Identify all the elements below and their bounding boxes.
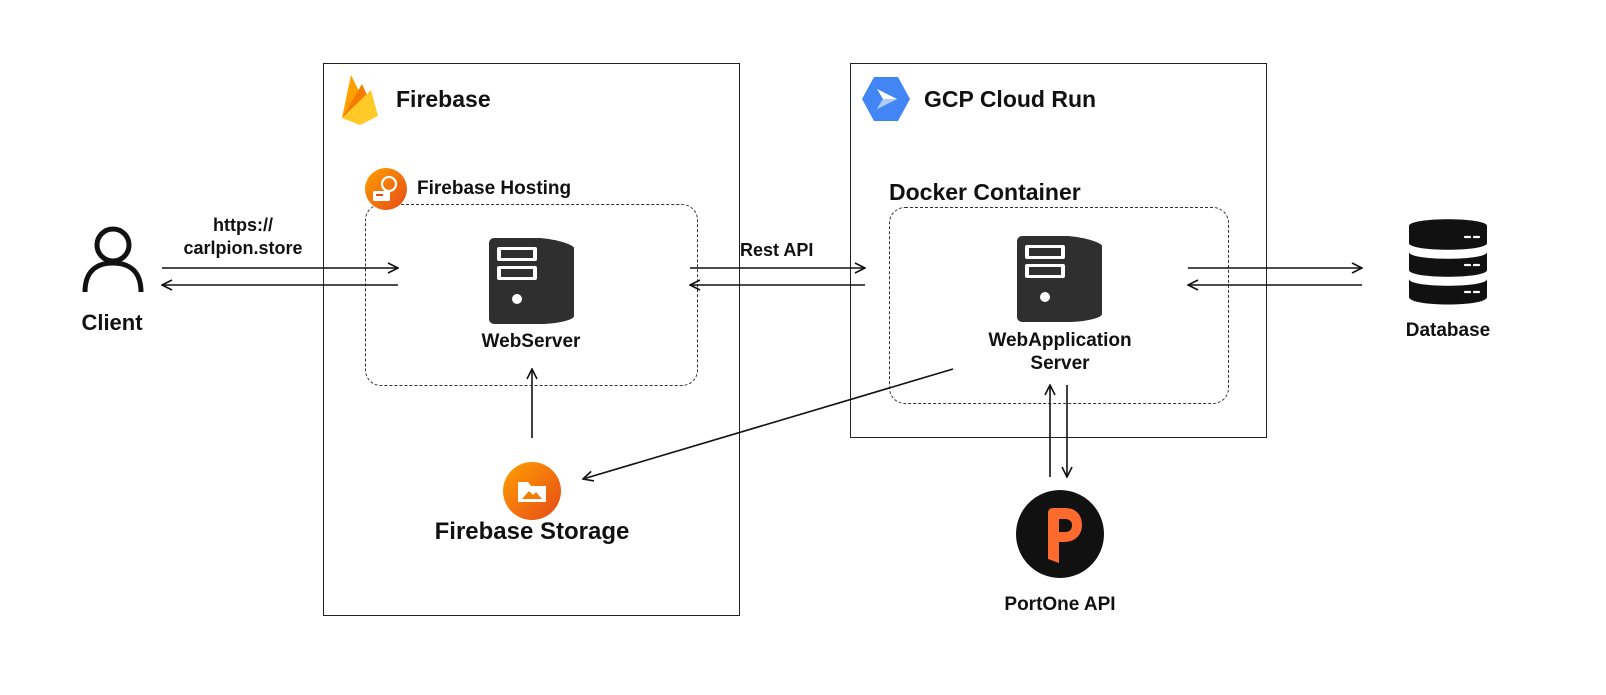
webserver-label: WebServer: [481, 331, 581, 352]
app-server-line-2: Server: [1030, 353, 1090, 374]
portone-label: PortOne API: [1004, 594, 1116, 615]
user-icon: [82, 226, 144, 293]
client-link-label: https:// carlpion.store: [158, 214, 328, 260]
database-icon: [1409, 219, 1487, 305]
app-server-label: WebApplication Server: [940, 329, 1180, 375]
server-tower-icon: [489, 238, 574, 324]
arrow-appserver-to-storage: [583, 368, 954, 479]
firebase-storage-icon: [503, 462, 561, 520]
app-server-line-1: WebApplication: [988, 330, 1132, 351]
firebase-panel: [323, 63, 740, 616]
docker-container-group: [889, 207, 1229, 404]
client-link-line-2: carlpion.store: [183, 238, 303, 258]
firebase-storage-label: Firebase Storage: [434, 518, 630, 545]
database-label: Database: [1405, 320, 1491, 341]
portone-logo-icon: [1016, 490, 1104, 578]
firebase-hosting-title: Firebase Hosting: [417, 178, 572, 199]
server-tower-icon: [1017, 236, 1102, 322]
client-link-line-1: https://: [213, 215, 273, 235]
rest-api-label: Rest API: [740, 240, 814, 260]
firebase-hosting-icon: [365, 168, 407, 210]
gcp-cloud-run-icon: [862, 77, 910, 121]
client-label: Client: [81, 310, 143, 335]
docker-container-title: Docker Container: [889, 179, 1081, 205]
cloud-run-title: GCP Cloud Run: [924, 86, 1097, 112]
firebase-title: Firebase: [396, 86, 491, 112]
firebase-flame-icon: [342, 75, 378, 125]
